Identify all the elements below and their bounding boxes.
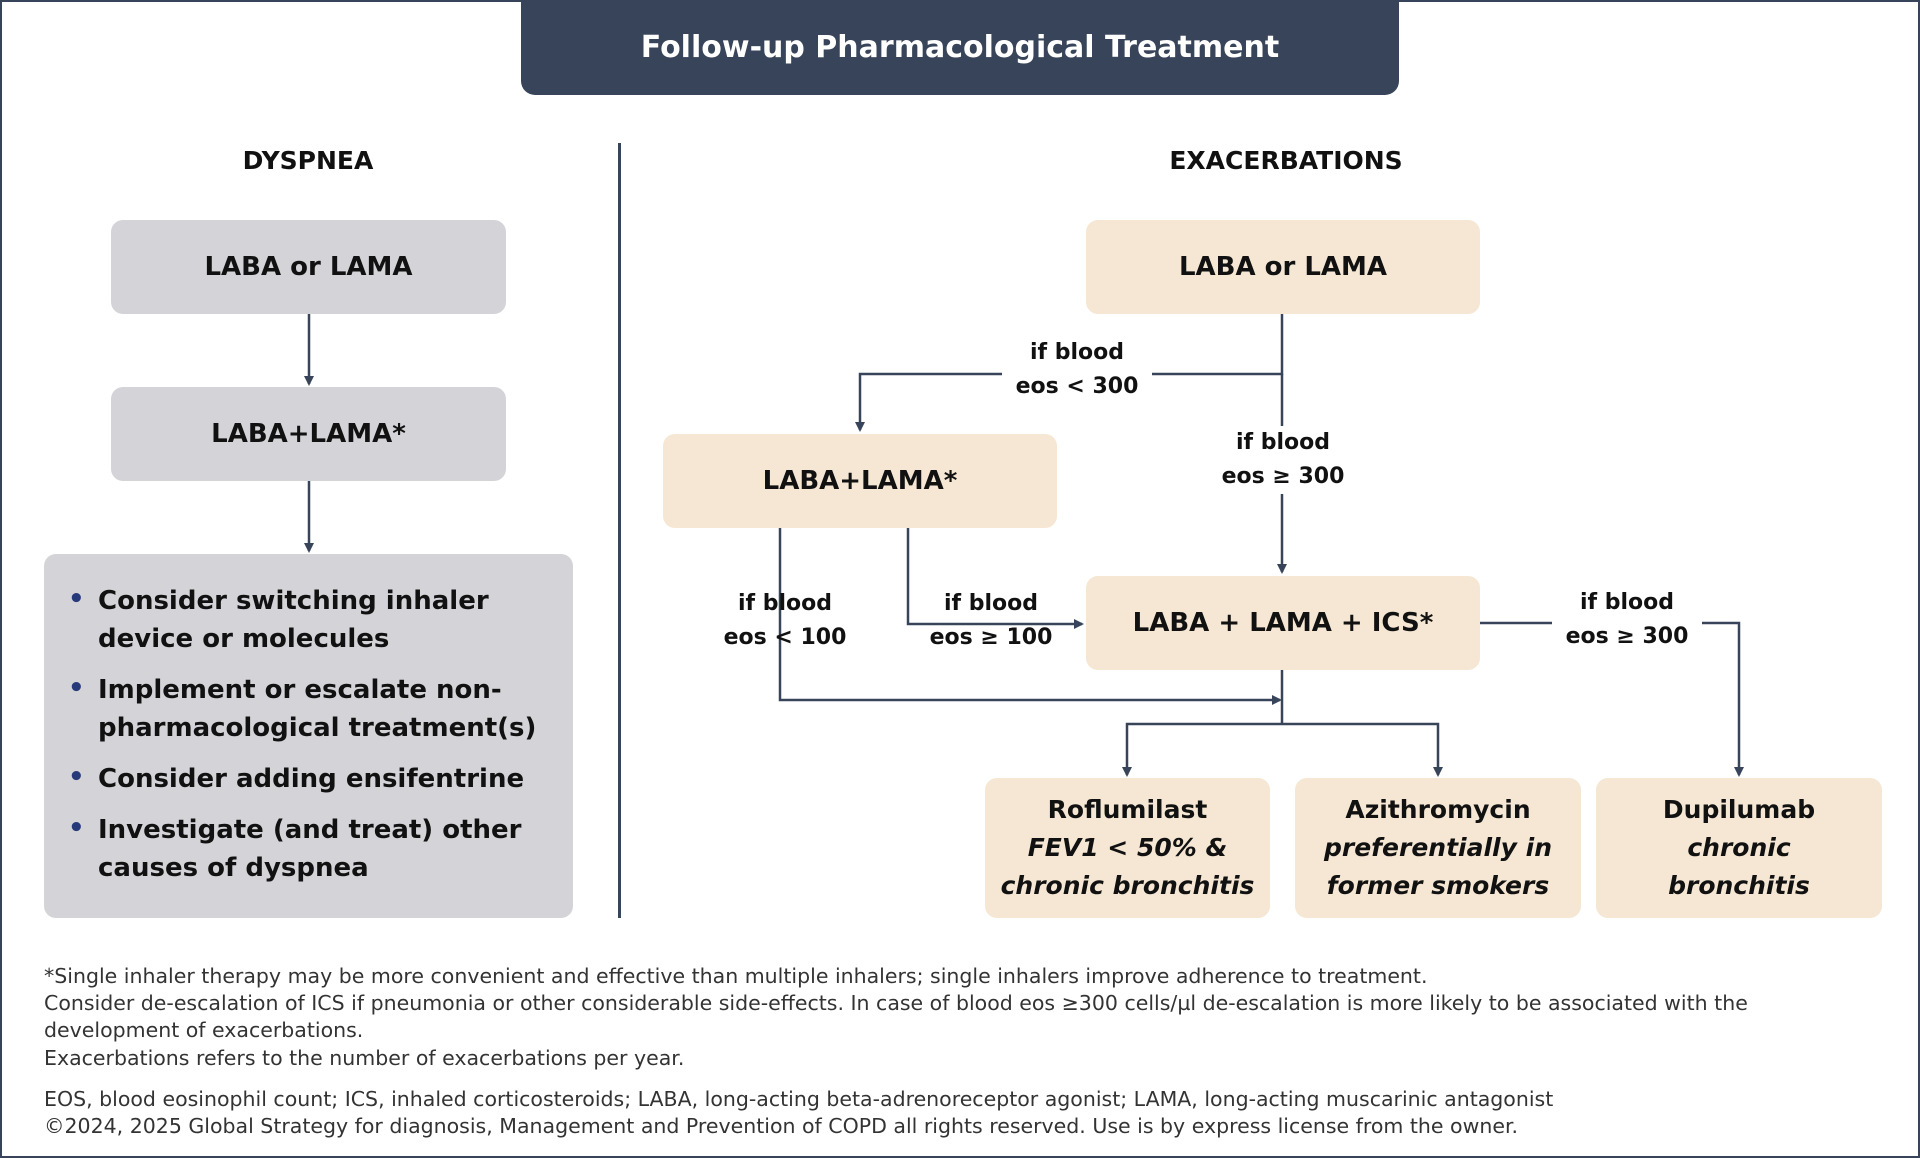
exac-laba-lama-box: LABA+LAMA* (663, 434, 1057, 528)
dupilumab-box: Dupilumab chronic bronchitis (1596, 778, 1882, 918)
label-line: eos < 100 (723, 625, 847, 650)
footnote-exacerbations: Exacerbations refers to the number of ex… (44, 1046, 685, 1070)
arrow-to-azithromycin (1282, 722, 1443, 777)
drug-name: Roflumilast (1047, 795, 1208, 824)
label-line: eos ≥ 300 (1221, 464, 1345, 489)
drug-condition: chronic (1687, 833, 1791, 862)
box-label: LABA+LAMA* (211, 419, 406, 449)
exac-laba-or-lama-box: LABA or LAMA (1086, 220, 1480, 314)
label-eos-ge-100: if blood eos ≥ 100 (916, 587, 1066, 655)
dyspnea-title: DYSPNEA (242, 146, 374, 175)
column-divider (618, 143, 621, 918)
label-line: if blood (1235, 430, 1331, 455)
drug-name: Azithromycin (1345, 795, 1531, 824)
label-line: if blood (737, 591, 833, 616)
label-line: eos < 300 (1015, 374, 1139, 399)
azithromycin-box: Azithromycin preferentially in former sm… (1295, 778, 1581, 918)
label-eos-ge-300-dupilumab: if blood eos ≥ 300 (1552, 586, 1702, 654)
box-label: LABA+LAMA* (762, 466, 958, 496)
recommendation-item: Investigate (and treat) other causes of … (68, 809, 553, 887)
roflumilast-box: Roflumilast FEV1 < 50% & chronic bronchi… (985, 778, 1270, 918)
footnote-single-inhaler: *Single inhaler therapy may be more conv… (44, 964, 1428, 988)
arrow-dual-to-triple (906, 528, 1084, 629)
label-eos-lt-300: if blood eos < 300 (1002, 336, 1152, 404)
arrow-to-roflumilast (1122, 722, 1282, 777)
label-line: if blood (1579, 590, 1675, 615)
footnote-copyright: ©2024, 2025 Global Strategy for diagnosi… (44, 1114, 1519, 1138)
recommendation-item: Consider switching inhaler device or mol… (68, 580, 553, 658)
drug-name: Dupilumab (1662, 795, 1816, 824)
label-eos-ge-300: if blood eos ≥ 300 (1208, 426, 1358, 494)
footnote-de-escalation: Consider de-escalation of ICS if pneumon… (44, 991, 1748, 1042)
label-line: if blood (1029, 340, 1125, 365)
exacerbations-title: EXACERBATIONS (1169, 146, 1403, 175)
label-line: if blood (943, 591, 1039, 616)
drug-condition: preferentially in (1324, 833, 1552, 862)
box-label: LABA + LAMA + ICS* (1132, 608, 1434, 638)
box-label: LABA or LAMA (1178, 252, 1388, 282)
drug-condition: former smokers (1326, 871, 1550, 900)
dyspnea-recommendations-box: Consider switching inhaler device or mol… (44, 554, 573, 918)
label-eos-lt-100: if blood eos < 100 (710, 587, 860, 655)
drug-condition: chronic bronchitis (1000, 871, 1255, 900)
box-label: LABA or LAMA (204, 252, 413, 282)
diagram-title: Follow-up Pharmacological Treatment (521, 0, 1399, 95)
label-line: eos ≥ 300 (1565, 624, 1689, 649)
exac-laba-lama-ics-box: LABA + LAMA + ICS* (1086, 576, 1480, 670)
recommendation-item: Consider adding ensifentrine (68, 758, 553, 798)
label-line: eos ≥ 100 (929, 625, 1053, 650)
dyspnea-laba-or-lama-box: LABA or LAMA (111, 220, 506, 314)
footnote-abbreviations: EOS, blood eosinophil count; ICS, inhale… (44, 1087, 1554, 1111)
dyspnea-laba-lama-box: LABA+LAMA* (111, 387, 506, 481)
arrow-dual-lt100 (778, 528, 1282, 705)
drug-condition: FEV1 < 50% & (1027, 833, 1228, 862)
drug-condition: bronchitis (1668, 871, 1810, 900)
recommendation-item: Implement or escalate non-pharmacologica… (68, 669, 553, 747)
